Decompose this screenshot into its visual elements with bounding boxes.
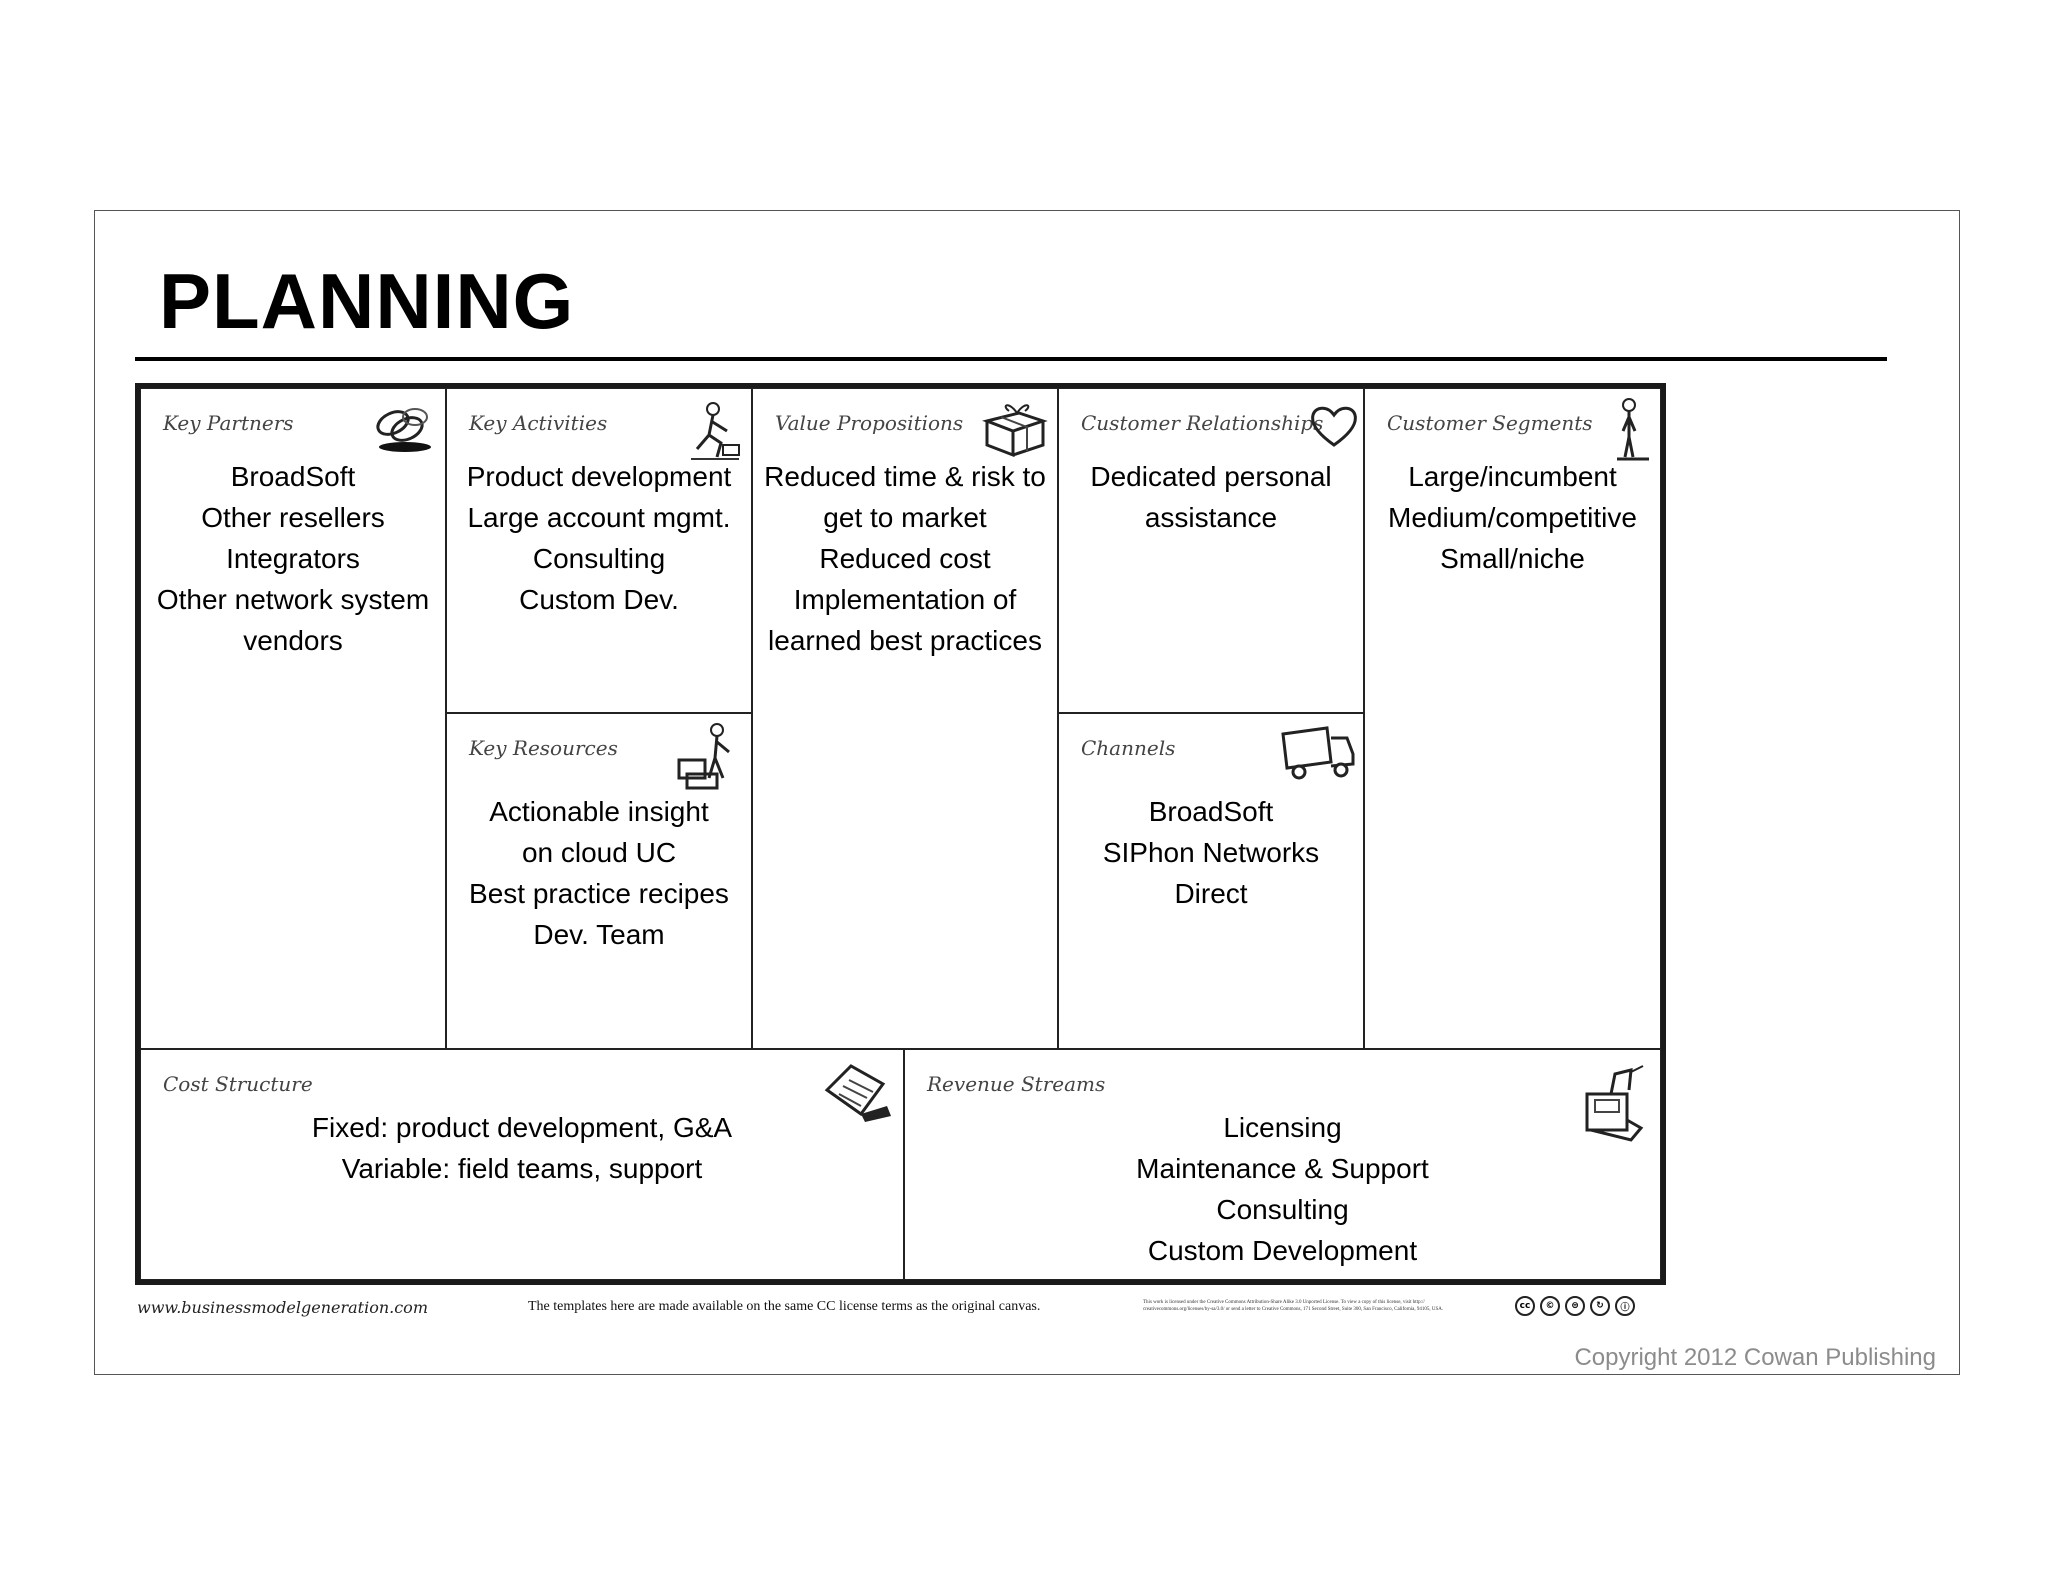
- cell-line: Dedicated personal: [1090, 461, 1332, 492]
- cell-line: Implementation of: [793, 584, 1017, 615]
- cell-line: vendors: [243, 625, 343, 656]
- cell-line: Consulting: [1216, 1194, 1349, 1225]
- cc-license-badges: cc © ⊜ ↻ ⓘ: [1515, 1296, 1635, 1316]
- page-title: PLANNING: [159, 257, 575, 345]
- cell-label: Revenue Streams: [927, 1072, 1106, 1096]
- cell-line: Maintenance & Support: [1136, 1153, 1429, 1184]
- gift-box-icon: [982, 404, 1048, 458]
- cell-label: Key Partners: [163, 411, 294, 435]
- business-model-canvas: Key Partners BroadSoft Other resellers I…: [135, 383, 1666, 1285]
- cell-label: Channels: [1081, 736, 1176, 760]
- cell-label: Customer Segments: [1387, 411, 1593, 435]
- attribution-icon: ⓘ: [1615, 1296, 1635, 1316]
- copyright-notice: Copyright 2012 Cowan Publishing: [1574, 1344, 1936, 1371]
- cell-label: Cost Structure: [163, 1072, 313, 1096]
- cell-line: Licensing: [1223, 1112, 1342, 1143]
- cell-content: Fixed: product development, G&A Variable…: [141, 1107, 903, 1189]
- cell-label: Customer Relationships: [1081, 411, 1324, 435]
- cell-line: Consulting: [532, 543, 666, 574]
- cc-icon: cc: [1515, 1296, 1535, 1316]
- chain-links-icon: [376, 408, 431, 452]
- heart-icon: [1311, 406, 1357, 447]
- footer-license-note: The templates here are made available on…: [528, 1299, 1041, 1314]
- footer-website: www.businessmodelgeneration.com: [137, 1298, 428, 1317]
- cell-line: Small/niche: [1440, 543, 1585, 574]
- share-alike-icon: ⊜: [1565, 1296, 1585, 1316]
- cell-line: Fixed: product development, G&A: [311, 1112, 733, 1143]
- cell-line: BroadSoft: [230, 461, 356, 492]
- cell-customer-relationships: Customer Relationships Dedicated persona…: [1058, 388, 1364, 713]
- kneeling-worker-icon: [691, 402, 740, 460]
- cash-register-icon: [1585, 1065, 1644, 1142]
- remix-icon: ↻: [1590, 1296, 1610, 1316]
- cell-line: Other network system: [156, 584, 430, 615]
- standing-person-icon: [1617, 398, 1649, 461]
- cell-line: Custom Development: [1147, 1235, 1418, 1266]
- cell-line: SIPhon Networks: [1102, 837, 1320, 868]
- cell-line: Direct: [1174, 878, 1248, 909]
- footer-license-fine-print: This work is licensed under the Creative…: [1143, 1300, 1444, 1312]
- cell-key-activities: Key Activities Product development Large…: [446, 388, 752, 713]
- cell-line: get to market: [823, 502, 987, 533]
- cell-line: Integrators: [226, 543, 360, 574]
- cell-content: BroadSoft Other resellers Integrators Ot…: [141, 456, 445, 661]
- cell-line: Dev. Team: [533, 919, 665, 950]
- cell-line: assistance: [1144, 502, 1278, 533]
- cell-content: Product development Large account mgmt. …: [447, 456, 751, 620]
- cell-line: Medium/competitive: [1388, 502, 1637, 533]
- slide-frame: [94, 210, 1960, 1375]
- cell-key-resources: Key Resources Actionable insight on clou…: [446, 713, 752, 1049]
- worker-with-boxes-icon: [677, 723, 730, 790]
- cell-content: Reduced time & risk to get to market Red…: [753, 456, 1057, 661]
- cell-content: Large/incumbent Medium/competitive Small…: [1365, 456, 1660, 579]
- cell-key-partners: Key Partners BroadSoft Other resellers I…: [140, 388, 446, 1049]
- cell-line: Other resellers: [201, 502, 385, 533]
- cell-line: BroadSoft: [1148, 796, 1274, 827]
- cell-line: on cloud UC: [521, 837, 677, 868]
- cell-line: Reduced time & risk to: [764, 461, 1046, 492]
- cell-label: Key Activities: [469, 411, 608, 435]
- cell-content: Dedicated personal assistance: [1059, 456, 1363, 538]
- cell-cost-structure: Cost Structure Fixed: product developmen…: [140, 1049, 904, 1280]
- cell-line: Best practice recipes: [469, 878, 729, 909]
- copyright-icon: ©: [1540, 1296, 1560, 1316]
- delivery-truck-icon: [1281, 726, 1355, 780]
- cell-value-propositions: Value Propositions Reduced time & risk t…: [752, 388, 1058, 1049]
- cell-line: learned best practices: [768, 625, 1042, 656]
- cell-customer-segments: Customer Segments Large/incumbent Medium…: [1364, 388, 1661, 1049]
- price-tag-icon: [824, 1064, 891, 1122]
- cell-revenue-streams: Revenue Streams Licensing Maintenance & …: [904, 1049, 1661, 1280]
- cell-line: Reduced cost: [819, 543, 991, 574]
- cell-line: Large/incumbent: [1408, 461, 1617, 492]
- cell-line: Product development: [466, 461, 732, 492]
- cell-content: Licensing Maintenance & Support Consulti…: [905, 1107, 1660, 1271]
- title-underline: [135, 357, 1887, 361]
- cell-line: Variable: field teams, support: [341, 1153, 703, 1184]
- cell-label: Key Resources: [469, 736, 618, 760]
- cell-label: Value Propositions: [775, 411, 964, 435]
- cell-line: Custom Dev.: [519, 584, 679, 615]
- cell-line: Large account mgmt.: [467, 502, 731, 533]
- cell-line: Actionable insight: [489, 796, 709, 827]
- cell-channels: Channels BroadSoft SIPhon Networks Direc…: [1058, 713, 1364, 1049]
- cell-content: BroadSoft SIPhon Networks Direct: [1059, 791, 1363, 914]
- cell-content: Actionable insight on cloud UC Best prac…: [447, 791, 751, 955]
